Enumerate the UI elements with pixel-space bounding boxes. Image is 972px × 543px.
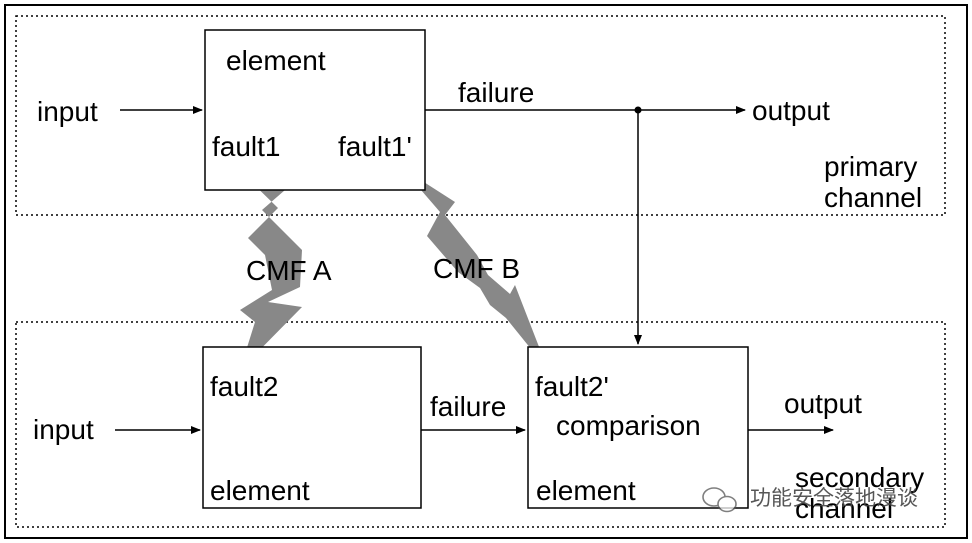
comparison-element-box bbox=[527, 346, 749, 509]
primary-output-label: output bbox=[752, 95, 830, 126]
primary-element-box bbox=[204, 29, 426, 191]
primary-fault-left-label: fault1 bbox=[212, 131, 281, 162]
secondary-channel-label-line2: channel bbox=[795, 493, 893, 524]
cmf-b-label: CMF B bbox=[433, 253, 520, 284]
comparison-fault-label: fault2' bbox=[535, 371, 609, 402]
primary-channel-boundary bbox=[15, 15, 946, 216]
secondary-fault-label: fault2 bbox=[210, 371, 279, 402]
primary-element-label: element bbox=[226, 45, 326, 76]
comparison-name-label: comparison bbox=[556, 410, 701, 441]
secondary-output-label: output bbox=[784, 388, 862, 419]
cmf-a-lightning bbox=[237, 168, 302, 370]
primary-fault-right-label: fault1' bbox=[338, 131, 412, 162]
primary-input-label: input bbox=[37, 96, 98, 127]
secondary-input-label: input bbox=[33, 414, 94, 445]
outer-frame bbox=[4, 4, 968, 539]
secondary-channel-label-line1: secondary bbox=[795, 462, 924, 493]
watermark-text: 功能安全落地漫谈 bbox=[750, 487, 918, 510]
secondary-channel-boundary bbox=[15, 321, 946, 528]
primary-channel-label-line2: channel bbox=[824, 182, 922, 213]
secondary-element-box bbox=[202, 346, 422, 509]
secondary-element-label: element bbox=[210, 475, 310, 506]
cmf-a-label: CMF A bbox=[246, 255, 332, 286]
secondary-failure-label: failure bbox=[430, 391, 506, 422]
primary-channel-label-line1: primary bbox=[824, 151, 917, 182]
wechat-icon bbox=[702, 487, 737, 513]
comparison-element-label: element bbox=[536, 475, 636, 506]
cmf-b-lightning bbox=[402, 168, 548, 370]
primary-failure-label: failure bbox=[458, 77, 534, 108]
